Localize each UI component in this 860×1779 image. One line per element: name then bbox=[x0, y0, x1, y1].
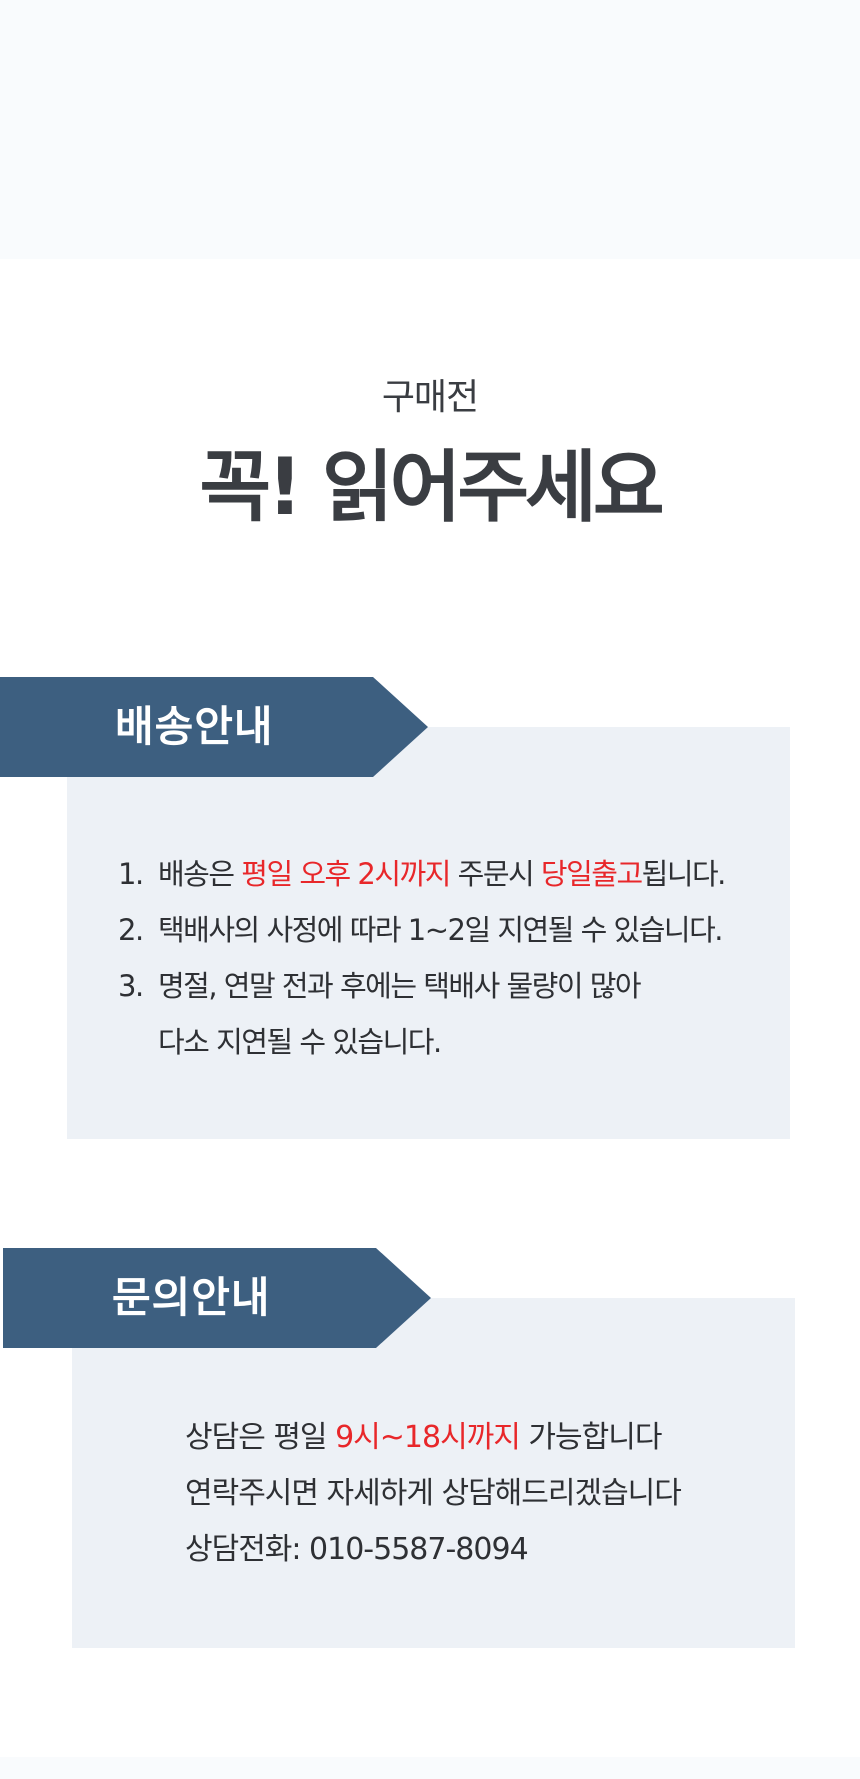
inquiry-info-box bbox=[72, 1298, 795, 1648]
list-number: 3. bbox=[118, 969, 144, 1003]
list-item: 3. 명절, 연말 전과 후에는 택배사 물량이 많아 bbox=[118, 958, 725, 1014]
hours-line: 상담은 평일 9시~18시까지 가능합니다 bbox=[185, 1410, 681, 1466]
shipping-banner: 배송안내 bbox=[0, 677, 430, 777]
shipping-banner-label: 배송안내 bbox=[115, 702, 274, 751]
page-title: 꼭! 읽어주세요 bbox=[199, 443, 664, 533]
text-segment: 가능합니다 bbox=[519, 1420, 662, 1455]
bottom-area bbox=[0, 1757, 860, 1779]
list-number: 2. bbox=[118, 913, 144, 947]
highlight-text: 당일출고 bbox=[540, 857, 643, 891]
banner-arrow-shape bbox=[3, 1248, 431, 1348]
banner-arrow-shape bbox=[0, 677, 428, 777]
list-text: 명절, 연말 전과 후에는 택배사 물량이 많아 bbox=[158, 969, 642, 1003]
text-segment: 배송은 bbox=[158, 857, 242, 891]
text-segment: 주문시 bbox=[449, 857, 541, 891]
list-text: 다소 지연될 수 있습니다. bbox=[158, 1025, 442, 1059]
list-item: 1. 배송은 평일 오후 2시까지 주문시 당일출고됩니다. bbox=[118, 846, 727, 902]
list-text: 택배사의 사정에 따라 1~2일 지연될 수 있습니다. bbox=[158, 913, 723, 947]
top-banner-area bbox=[0, 0, 860, 259]
shipping-notice-list: 1. 배송은 평일 오후 2시까지 주문시 당일출고됩니다. 2. 택배사의 사… bbox=[118, 846, 727, 1070]
highlight-text: 9시~18시까지 bbox=[335, 1420, 521, 1455]
text-segment: 상담은 평일 bbox=[185, 1420, 336, 1455]
text-segment: 됩니다. bbox=[641, 857, 727, 891]
inquiry-banner-label: 문의안내 bbox=[112, 1273, 271, 1322]
highlight-text: 평일 오후 2시까지 bbox=[241, 857, 451, 891]
list-number: 1. bbox=[118, 857, 144, 891]
list-item: 2. 택배사의 사정에 따라 1~2일 지연될 수 있습니다. bbox=[118, 902, 725, 958]
inquiry-details: 상담은 평일 9시~18시까지 가능합니다 연락주시면 자세하게 상담해드리겠습… bbox=[185, 1410, 682, 1578]
page-subtitle: 구매전 bbox=[381, 377, 479, 418]
shipping-info-box bbox=[67, 727, 790, 1139]
list-text: 배송은 평일 오후 2시까지 주문시 당일출고됩니다. bbox=[158, 846, 727, 902]
inquiry-banner: 문의안내 bbox=[3, 1248, 433, 1348]
list-item-continuation: 다소 지연될 수 있습니다. bbox=[118, 1014, 725, 1070]
phone-number: 상담전화: 010-5587-8094 bbox=[185, 1532, 529, 1567]
contact-message: 연락주시면 자세하게 상담해드리겠습니다 bbox=[185, 1476, 682, 1511]
list-number-spacer bbox=[118, 1014, 158, 1070]
